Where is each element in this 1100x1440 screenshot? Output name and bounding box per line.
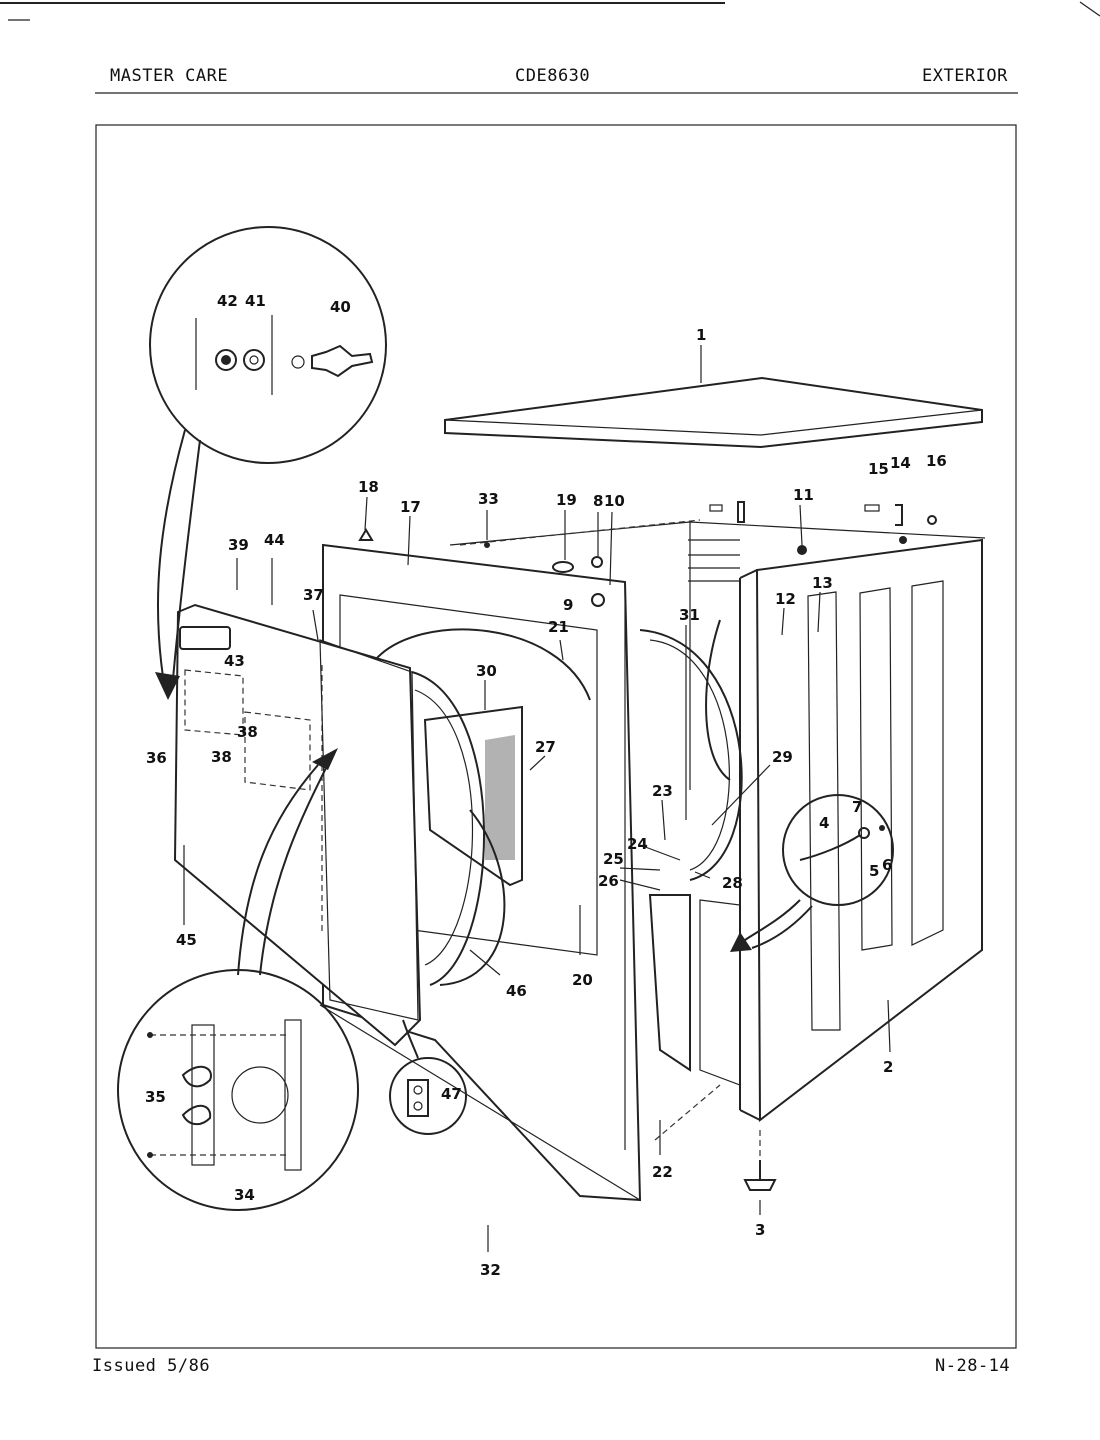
callout-labels: 1 2 3 4 5 6 7 8 9 10 11 12 13 14 15 16 1…: [145, 292, 947, 1279]
callout-31: 31: [679, 606, 700, 624]
callout-19: 19: [556, 491, 577, 509]
callout-35: 35: [145, 1088, 166, 1106]
callout-32: 32: [480, 1261, 501, 1279]
callout-36: 36: [146, 749, 167, 767]
callout-44: 44: [264, 531, 285, 549]
callout-26: 26: [598, 872, 619, 890]
callout-25: 25: [603, 850, 624, 868]
callout-6: 6: [882, 856, 892, 874]
callout-23: 23: [652, 782, 673, 800]
callout-43: 43: [224, 652, 245, 670]
callout-42: 42: [217, 292, 238, 310]
callout-34: 34: [234, 1186, 255, 1204]
callout-14: 14: [890, 454, 911, 472]
callout-11: 11: [793, 486, 814, 504]
callout-12: 12: [775, 590, 796, 608]
header-section: EXTERIOR: [922, 66, 1008, 86]
door-outer-panel: [173, 603, 422, 1047]
callout-27: 27: [535, 738, 556, 756]
callout-16: 16: [926, 452, 947, 470]
footer-page-code: N-28-14: [935, 1356, 1011, 1376]
top-panel: [444, 376, 983, 449]
lint-filter: [423, 705, 523, 887]
detail-circle-door-hinge: [149, 226, 387, 700]
door-latch-strike: [179, 626, 231, 650]
detail-circle-hinge-bracket: [117, 748, 359, 1211]
drum: [639, 619, 743, 881]
callout-15: 15: [868, 460, 889, 478]
callout-9: 9: [563, 596, 573, 614]
callout-24: 24: [627, 835, 648, 853]
callout-46: 46: [506, 982, 527, 1000]
callout-33: 33: [478, 490, 499, 508]
leader-lines: [183, 345, 891, 1252]
callout-5: 5: [869, 862, 879, 880]
callout-38a: 38: [211, 748, 232, 766]
callout-30: 30: [476, 662, 497, 680]
callout-17: 17: [400, 498, 421, 516]
callout-40: 40: [330, 298, 351, 316]
callout-8: 8: [593, 492, 603, 510]
callout-47: 47: [441, 1085, 462, 1103]
top-hardware: [358, 501, 937, 607]
leveling-leg: [743, 1130, 777, 1191]
callout-20: 20: [572, 971, 593, 989]
header-brand: MASTER CARE: [110, 66, 229, 86]
callout-29: 29: [772, 748, 793, 766]
footer-issued: Issued 5/86: [92, 1356, 211, 1376]
corner-mark-right: [1079, 1, 1100, 17]
detail-circle-latch: [389, 1019, 467, 1135]
callout-37: 37: [303, 586, 324, 604]
callout-21: 21: [548, 618, 569, 636]
callout-7: 7: [852, 798, 862, 816]
header-model: CDE8630: [515, 66, 591, 86]
callout-28: 28: [722, 874, 743, 892]
callout-4: 4: [819, 814, 829, 832]
callout-22: 22: [652, 1163, 673, 1181]
detail-circle-wire-clip: [730, 794, 894, 952]
callout-13: 13: [812, 574, 833, 592]
callout-10: 10: [604, 492, 625, 510]
lower-cabinet: [319, 894, 741, 1201]
callout-3: 3: [755, 1221, 765, 1239]
callout-18: 18: [358, 478, 379, 496]
callout-45: 45: [176, 931, 197, 949]
callout-41: 41: [245, 292, 266, 310]
callout-38b: 38: [237, 723, 258, 741]
callout-1: 1: [696, 326, 706, 344]
diagram-frame: [95, 124, 1017, 1349]
callout-39: 39: [228, 536, 249, 554]
door-seal: [439, 809, 506, 986]
callout-2: 2: [883, 1058, 893, 1076]
